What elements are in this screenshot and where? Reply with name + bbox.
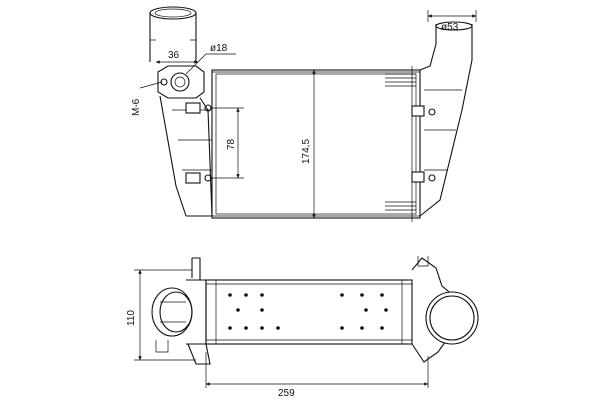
dim-mount-spacing: 78 xyxy=(210,107,244,179)
dim-overall-width-label: 259 xyxy=(278,388,295,399)
mounting-brackets xyxy=(185,102,436,184)
dim-depth: 110 xyxy=(126,269,196,361)
inlet-flange xyxy=(157,65,205,99)
dim-thread: M-6 xyxy=(131,81,163,116)
dim-mount-spacing-label: 78 xyxy=(226,138,237,150)
dim-bolt-hole: ø18 xyxy=(185,43,236,75)
front-view: ø53 36 ø18 M-6 78 174,5 xyxy=(131,6,477,222)
top-view: 110 259 xyxy=(126,256,479,399)
dim-core-height: 174,5 xyxy=(301,69,316,219)
dim-flange-offset-label: 36 xyxy=(168,50,180,61)
dim-bolt-hole-label: ø18 xyxy=(210,43,228,54)
outlet-tank xyxy=(411,21,473,222)
dim-thread-label: M-6 xyxy=(131,98,142,116)
outlet-end-top xyxy=(411,256,479,363)
inlet-end-top xyxy=(151,257,211,365)
dim-overall-width: 259 xyxy=(205,352,429,399)
dim-outlet-diameter: ø53 xyxy=(427,10,477,33)
dim-outlet-diameter-label: ø53 xyxy=(441,22,459,33)
dim-flange-offset: 36 xyxy=(155,50,199,64)
inlet-pipe xyxy=(149,6,197,62)
core-block xyxy=(211,69,421,219)
hole-pattern xyxy=(228,293,388,330)
dim-depth-label: 110 xyxy=(126,310,137,326)
left-end-tank xyxy=(159,95,213,217)
core-plate xyxy=(205,279,413,345)
dim-core-height-label: 174,5 xyxy=(301,139,312,164)
